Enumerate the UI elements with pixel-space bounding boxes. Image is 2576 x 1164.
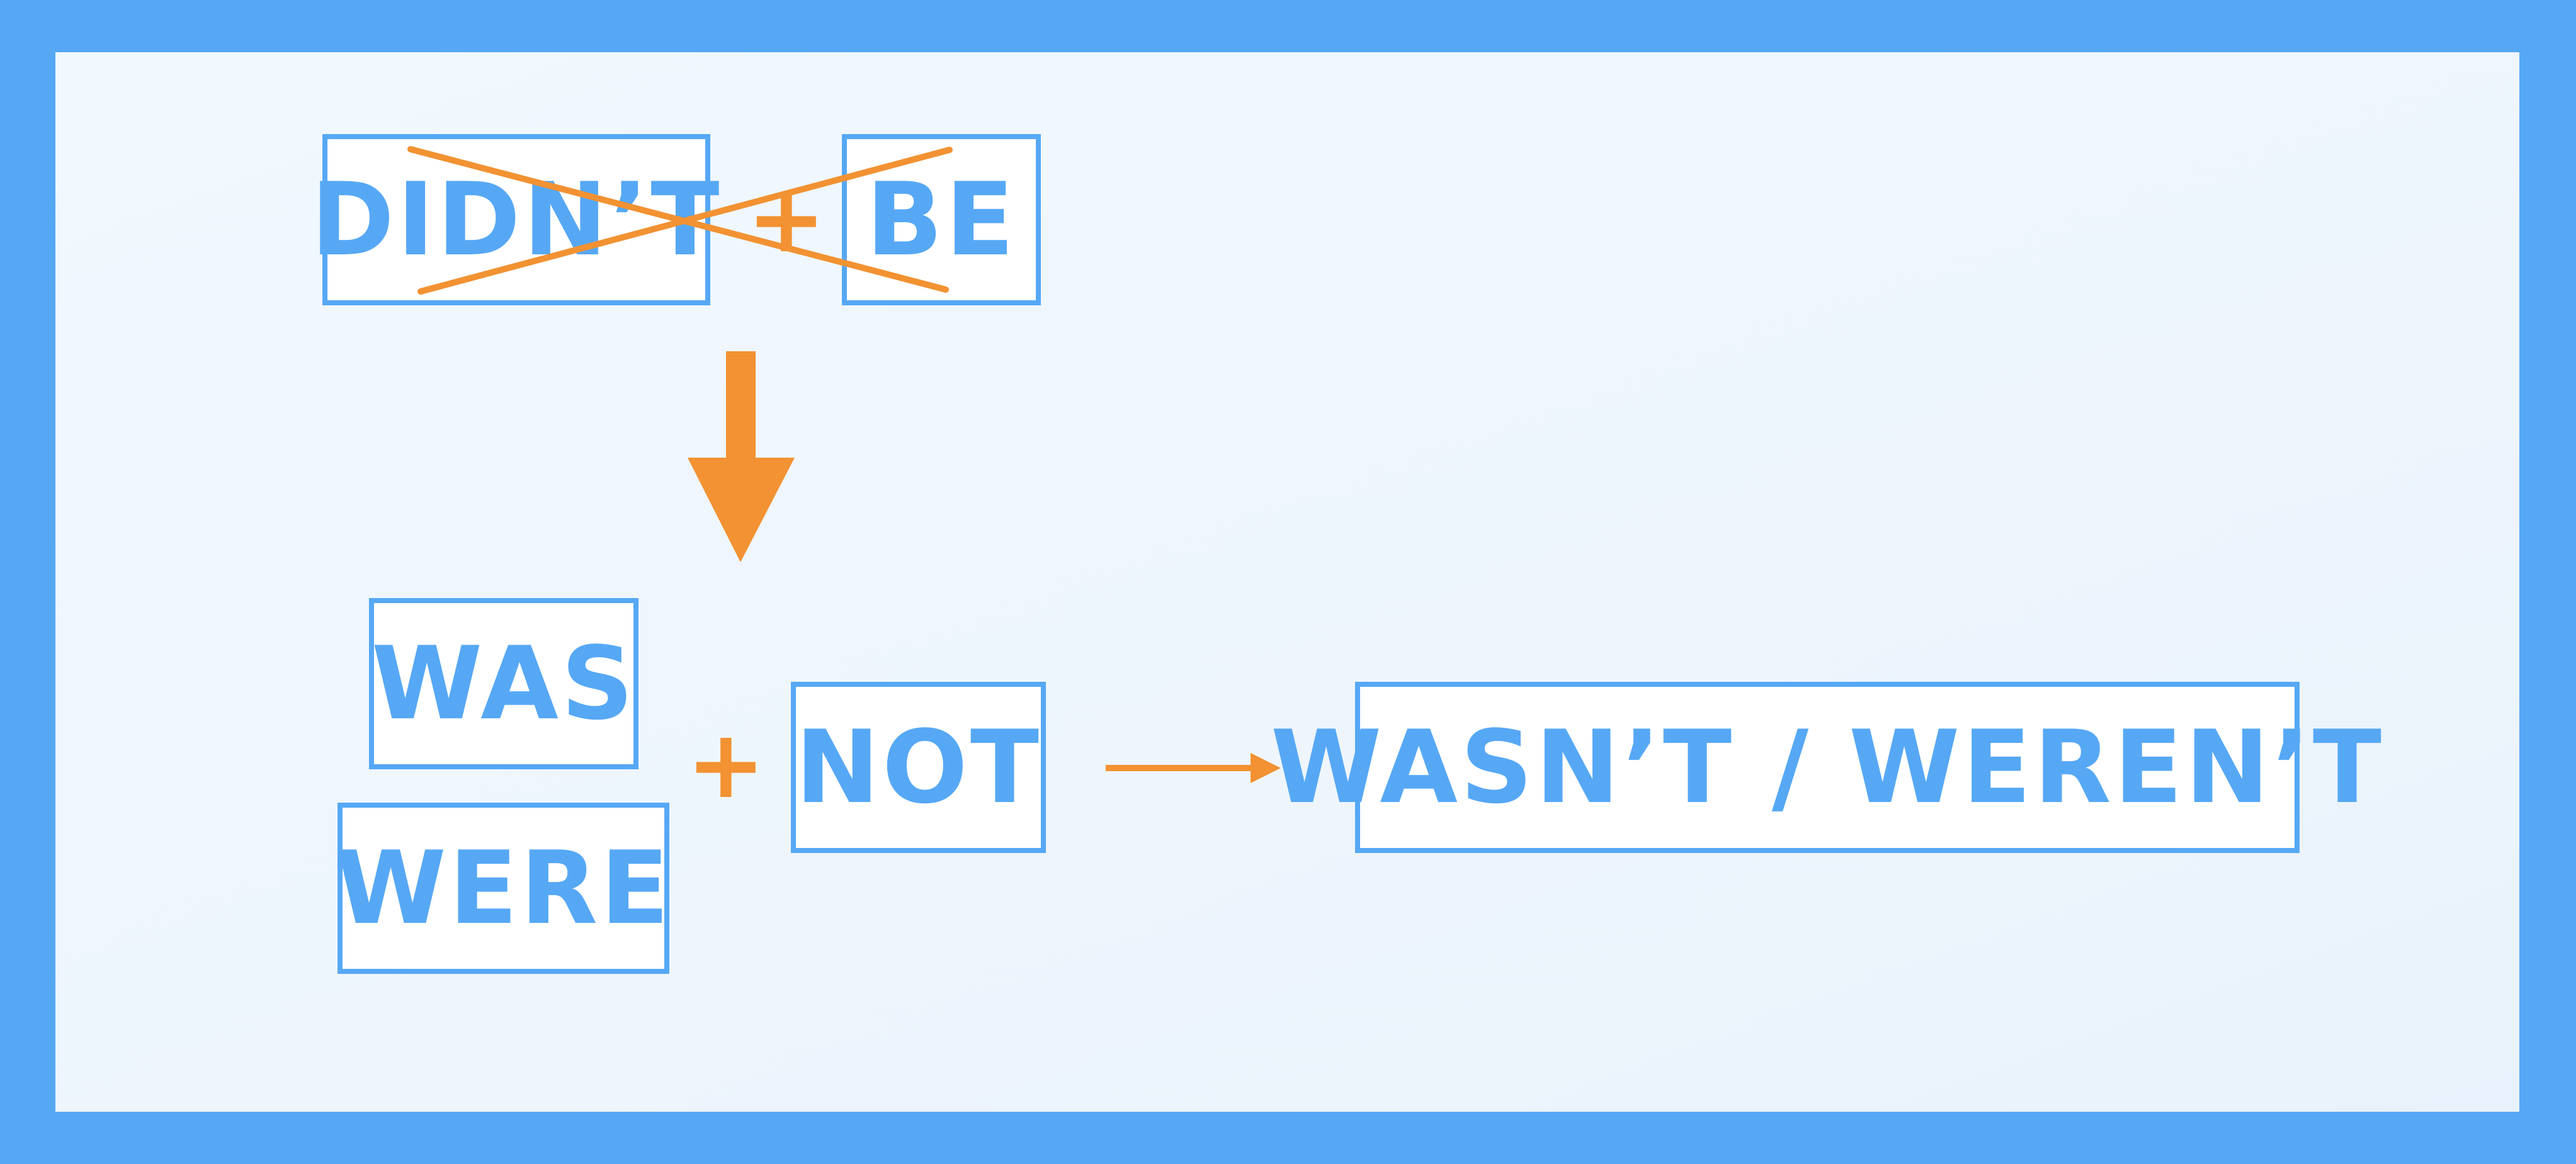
box-didnt: DIDN’T: [311, 134, 720, 305]
box-were: WERE: [335, 803, 672, 974]
word-were: WERE: [335, 829, 672, 947]
box-result: WASN’T / WEREN’T: [1271, 682, 2381, 853]
word-didnt: DIDN’T: [310, 161, 722, 278]
word-not: NOT: [795, 708, 1042, 826]
box-be: BE: [842, 134, 1041, 305]
box-not: NOT: [791, 682, 1046, 853]
word-was: WAS: [371, 624, 637, 742]
word-be: BE: [866, 161, 1017, 278]
plus-sign-top: +: [747, 164, 826, 274]
word-result: WASN’T / WEREN’T: [1270, 708, 2385, 826]
plus-sign-bottom: +: [686, 710, 766, 820]
box-was: WAS: [369, 598, 638, 769]
